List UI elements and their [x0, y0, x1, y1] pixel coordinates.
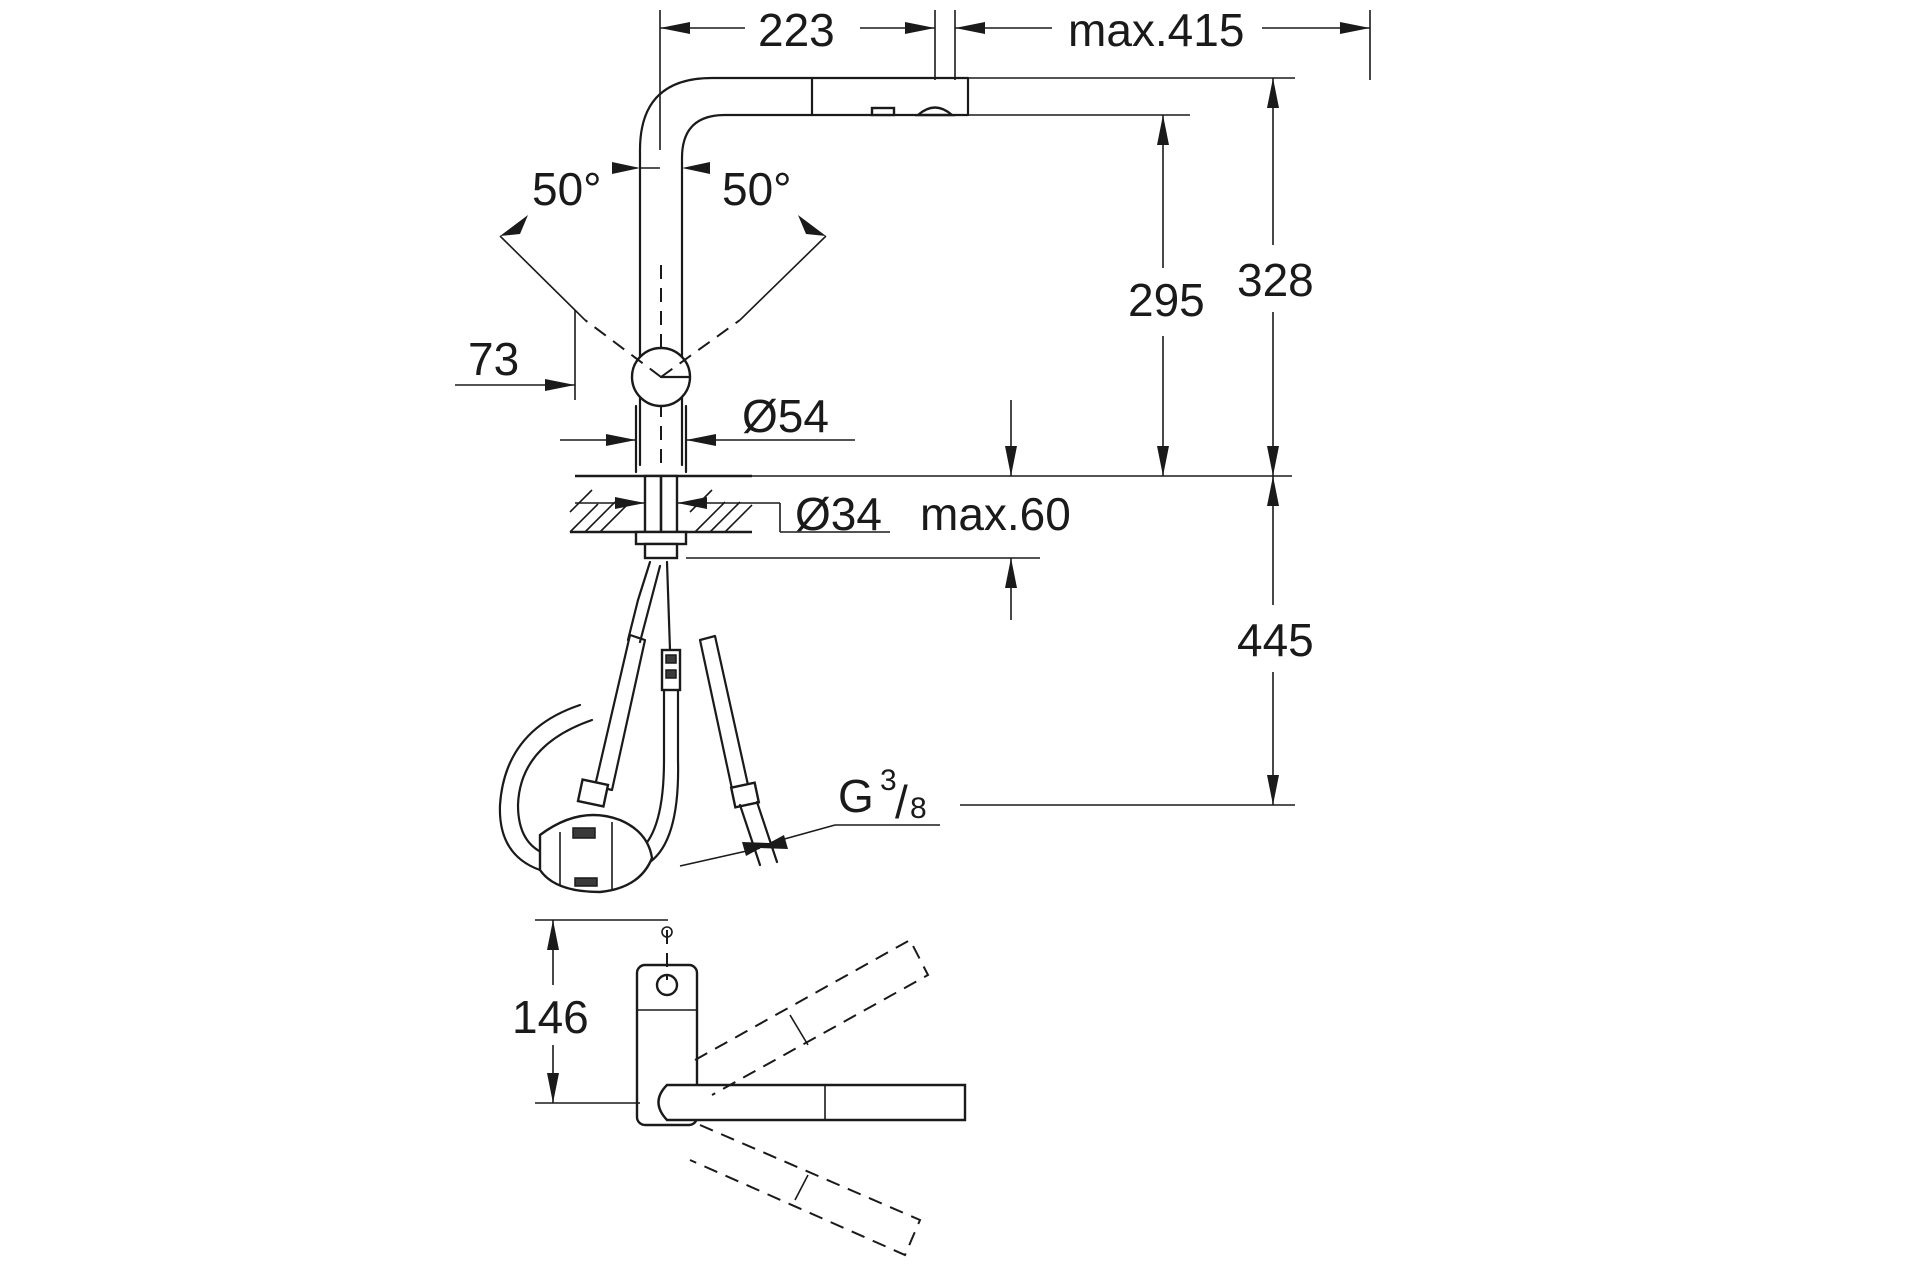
supply-hoses	[498, 560, 779, 894]
label-lever-offset: 73	[468, 333, 519, 385]
dimension-lines	[455, 10, 1371, 867]
label-thread-slash: /	[895, 776, 908, 828]
label-swivel-right: 50°	[722, 163, 792, 215]
faucet-top-view	[535, 919, 967, 1257]
label-swivel-left: 50°	[532, 163, 602, 215]
label-spout-height: 295	[1128, 274, 1205, 326]
label-hole-diameter: Ø34	[795, 488, 882, 540]
faucet-side-view	[584, 76, 970, 474]
label-top-view-depth: 146	[512, 991, 589, 1043]
countertop-section	[569, 474, 1292, 560]
label-thread-numerator: 3	[880, 764, 897, 797]
dimension-labels: 223 max.415 50° 50° 73 Ø54 295 328 Ø34 m…	[468, 4, 1314, 1043]
label-thread-prefix: G	[838, 770, 874, 822]
label-spout-reach: 223	[758, 4, 835, 56]
label-deck-thickness: max.60	[920, 488, 1071, 540]
label-total-height: 328	[1237, 254, 1314, 306]
label-thread-denominator: 8	[910, 792, 927, 825]
label-hose-length: 445	[1237, 614, 1314, 666]
label-pullout-reach: max.415	[1068, 4, 1244, 56]
label-body-diameter: Ø54	[742, 390, 829, 442]
